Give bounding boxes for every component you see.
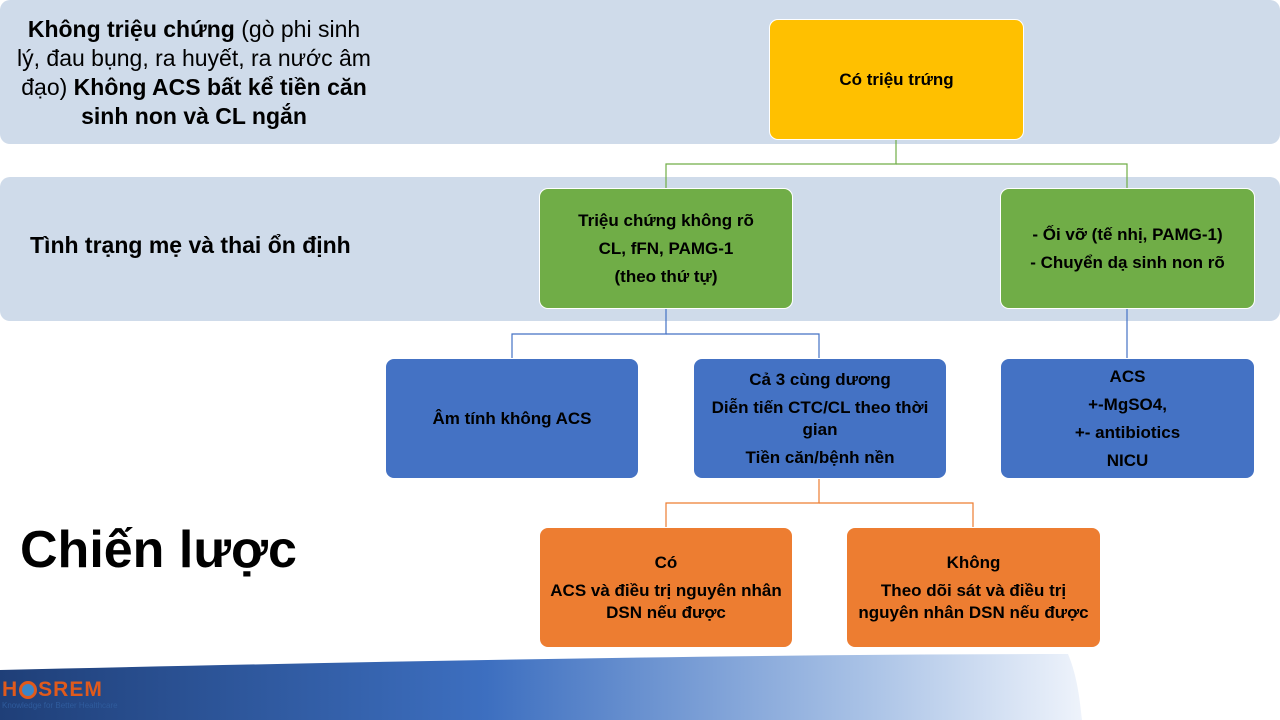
footer-swoosh: [0, 654, 1082, 720]
node-rupture-labor: - Ối vỡ (tế nhị, PAMG-1) - Chuyển dạ sin…: [1000, 188, 1255, 309]
asymptomatic-examples: (gò phi sinh lý, đau bụng, ra huyết, ra …: [17, 16, 371, 100]
node-text: Cả 3 cùng dương: [749, 370, 891, 389]
node-text: Không: [946, 553, 1001, 573]
top-band: [0, 0, 1280, 144]
node-text: - Chuyển dạ sinh non rõ: [1030, 253, 1225, 272]
node-unclear-symptoms: Triệu chứng không rõ CL, fFN, PAMG-1 (th…: [539, 188, 793, 309]
asymptomatic-conclusion: Không ACS bất kể tiền căn sinh non và CL…: [73, 74, 367, 129]
node-symptomatic: Có triệu trứng: [769, 19, 1024, 140]
node-text: Triệu chứng không rõ: [578, 210, 754, 230]
globe-icon: [19, 681, 38, 699]
node-yes: Có ACS và điều trị nguyên nhân DSN nếu đ…: [539, 527, 793, 648]
connector-root-to-rupture: [896, 163, 1128, 189]
node-text: Âm tính không ACS: [432, 408, 592, 428]
connector-unclear-to-negative: [511, 309, 667, 359]
node-all-positive: Cả 3 cùng dương Diễn tiến CTC/CL theo th…: [693, 358, 947, 479]
asymptomatic-heading: Không triệu chứng: [27, 16, 235, 42]
node-text: NICU: [1106, 451, 1149, 471]
node-text: Tiền căn/bệnh nền: [745, 447, 895, 467]
node-text: Có triệu trứng: [839, 69, 954, 89]
node-text: Theo dõi sát và điều trị nguyên nhân DSN…: [858, 581, 1089, 622]
node-text: Có: [654, 553, 678, 573]
node-text: +- antibiotics: [1074, 423, 1181, 442]
logo-letters: SREM: [38, 678, 103, 701]
node-no: Không Theo dõi sát và điều trị nguyên nh…: [846, 527, 1101, 648]
node-text: ACS: [1109, 366, 1146, 386]
node-text: CL, fFN, PAMG-1: [598, 238, 734, 258]
node-text: - Ối vỡ (tế nhị, PAMG-1): [1032, 224, 1223, 244]
logo-letter: H: [2, 678, 19, 701]
node-text: +-MgSO4,: [1088, 394, 1167, 414]
connector-positive-to-no: [819, 502, 974, 528]
node-text: ACS và điều trị nguyên nhân DSN nếu được: [550, 581, 782, 622]
node-acs: ACS +-MgSO4, +- antibiotics NICU: [1000, 358, 1255, 479]
node-text: (theo thứ tự): [614, 267, 718, 287]
logo-wordmark: H SREM: [2, 678, 142, 702]
connector-unclear-to-positive: [666, 333, 820, 359]
logo-tagline: Knowledge for Better Healthcare: [2, 701, 118, 710]
connector-positive-to-yes: [665, 479, 820, 528]
node-negative: Âm tính không ACS: [385, 358, 639, 479]
hosrem-logo: H SREM Knowledge for Better Healthcare: [2, 678, 142, 710]
stable-condition-label: Tình trạng mẹ và thai ổn định: [30, 232, 351, 258]
node-text: Diễn tiến CTC/CL theo thời gian: [711, 398, 929, 439]
asymptomatic-note: Không triệu chứng (gò phi sinh lý, đau b…: [14, 15, 374, 131]
strategy-title: Chiến lược: [20, 521, 297, 579]
connector-root-to-level2: [665, 140, 897, 189]
